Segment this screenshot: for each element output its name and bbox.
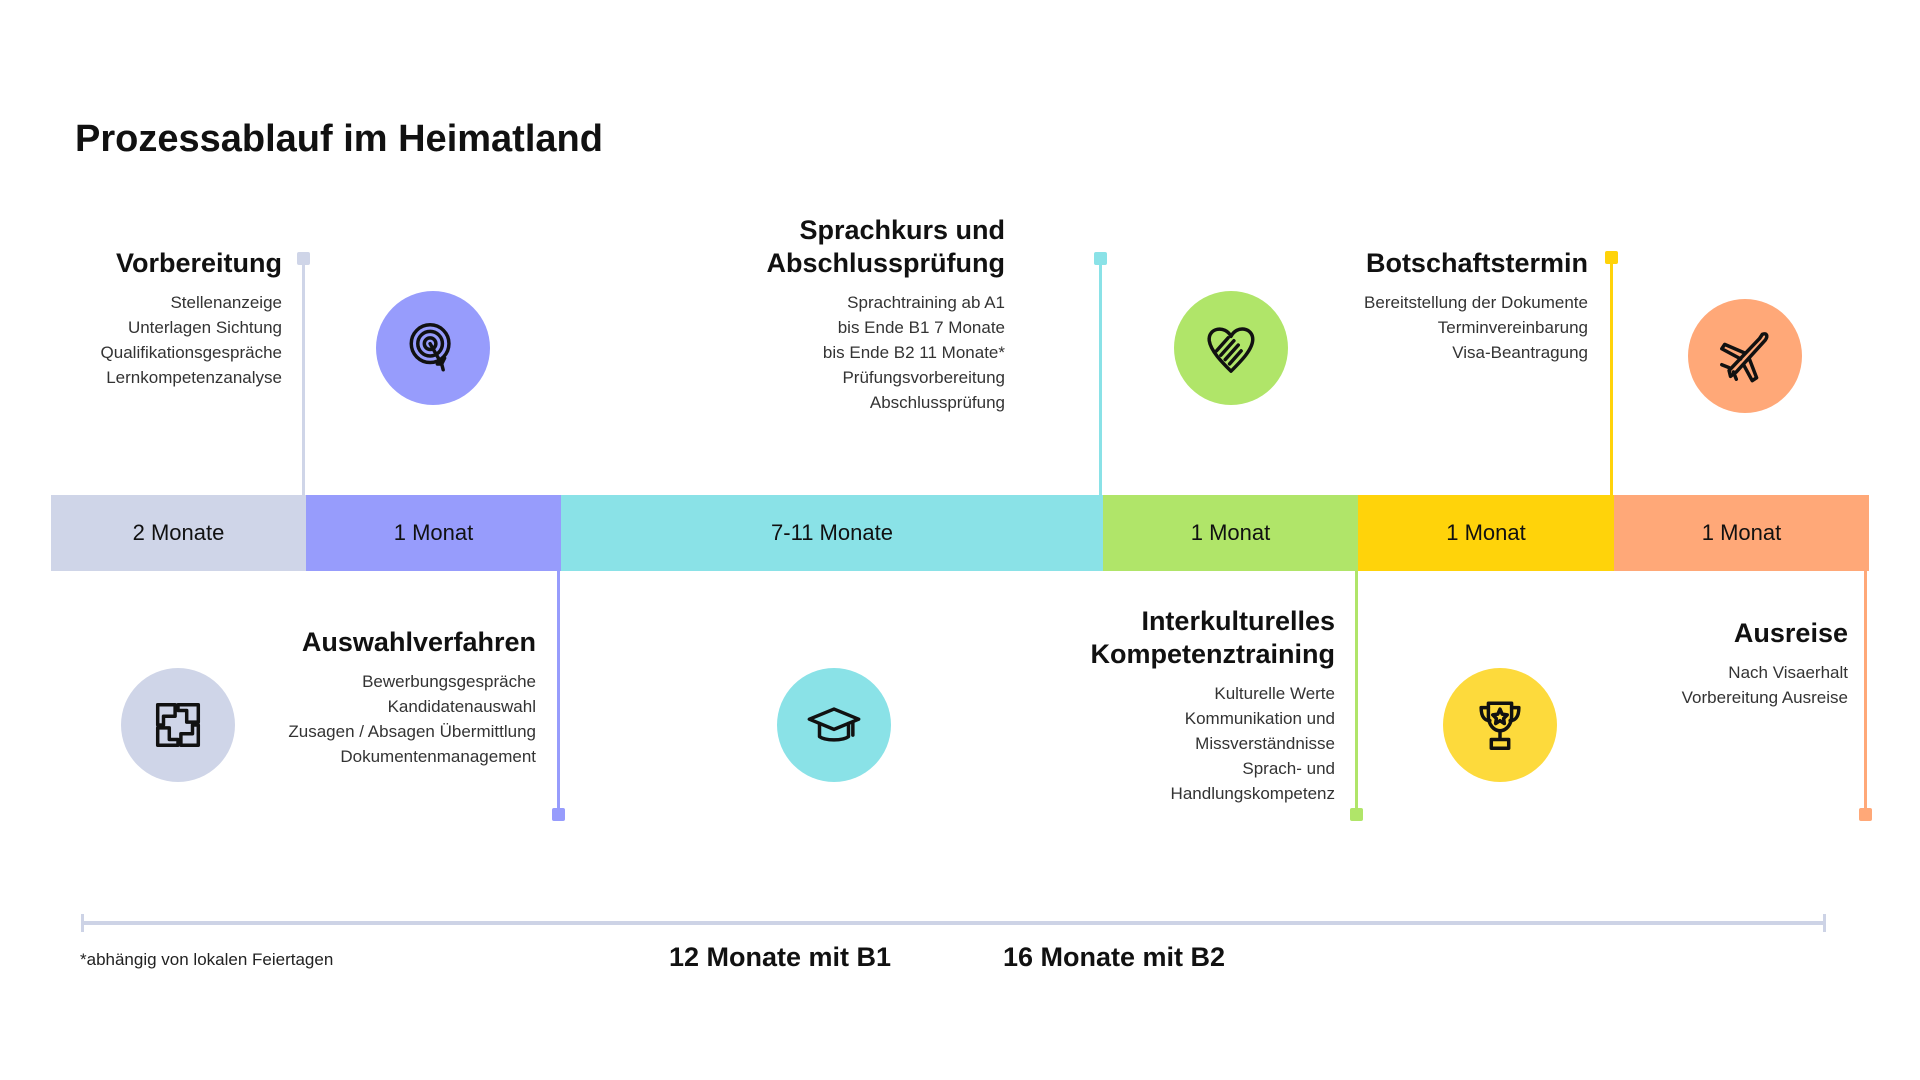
step-item: Prüfungsvorbereitung [842,368,1005,387]
step-auswahl: Auswahlverfahren Bewerbungsgespräche Kan… [288,626,536,769]
connector-interkulturell [1355,571,1358,814]
step-item: Handlungskompetenz [1170,784,1335,803]
segment-label: 7-11 Monate [771,520,893,545]
segment-label: 1 Monat [1701,520,1782,545]
step-item: Kommunikation und [1184,709,1335,728]
airplane-icon [1688,299,1802,413]
segment-ausreise: 1 Monat [1614,495,1869,571]
teamwork-hands-icon [121,668,235,782]
step-item: Unterlagen Sichtung [127,318,282,337]
step-title-line: Sprachkurs und [799,215,1005,245]
step-item: Bewerbungsgespräche [362,672,536,691]
step-title: Auswahlverfahren [301,627,536,657]
marker-vorbereitung [297,252,310,265]
total-b1: 12 Monate mit B1 [669,942,892,972]
connector-vorbereitung [302,258,305,495]
segment-label: 2 Monate [132,520,225,545]
marker-auswahl [552,808,565,821]
step-title-line: Abschlussprüfung [766,248,1005,278]
step-title: Botschaftstermin [1365,248,1588,278]
graduation-cap-icon [777,668,891,782]
segment-label: 1 Monat [393,520,474,545]
step-botschaft: Botschaftstermin Bereitstellung der Doku… [1364,247,1588,365]
step-item: Nach Visaerhalt [1728,663,1848,682]
footnote: *abhängig von lokalen Feiertagen [80,950,334,969]
heart-hand-icon [1174,291,1288,405]
step-item: Kandidatenauswahl [387,697,536,716]
step-item: Kulturelle Werte [1214,684,1335,703]
step-item: Stellenanzeige [170,293,282,312]
segment-label: 1 Monat [1190,520,1271,545]
step-title-line: Interkulturelles [1141,606,1335,636]
step-item: Visa-Beantragung [1452,343,1588,362]
step-item: Lernkompetenzanalyse [106,368,282,387]
axis-end-cap [1823,914,1826,932]
axis-start-cap [81,914,84,932]
total-b2: 16 Monate mit B2 [1003,942,1226,972]
marker-botschaft [1605,251,1618,264]
step-item: Missverständnisse [1195,734,1335,753]
connector-botschaft [1610,257,1613,495]
target-icon [376,291,490,405]
segment-interkulturell: 1 Monat [1103,495,1358,571]
page-title: Prozessablauf im Heimatland [75,118,603,160]
step-item: Sprach- und [1242,759,1335,778]
step-title: Vorbereitung [115,248,282,278]
step-item: Dokumentenmanagement [340,747,536,766]
marker-interkulturell [1350,808,1363,821]
segment-label: 1 Monat [1446,520,1526,545]
segment-auswahl: 1 Monat [306,495,561,571]
step-item: bis Ende B1 7 Monate [837,318,1005,337]
step-item: Sprachtraining ab A1 [847,293,1005,312]
segment-vorbereitung: 2 Monate [51,495,306,571]
step-title-line: Kompetenztraining [1090,639,1335,669]
step-title: Ausreise [1733,618,1848,648]
trophy-icon [1443,668,1557,782]
step-item: Qualifikationsgespräche [100,343,282,362]
step-item: bis Ende B2 11 Monate* [822,343,1005,362]
step-ausreise: Ausreise Nach Visaerhalt Vorbereitung Au… [1682,617,1848,710]
segment-sprachkurs: 7-11 Monate [561,495,1103,571]
step-item: Abschlussprüfung [869,393,1005,412]
connector-auswahl [557,571,560,814]
connector-sprachkurs [1099,258,1102,495]
segment-botschaft: 1 Monat [1358,495,1614,571]
step-vorbereitung: Vorbereitung Stellenanzeige Unterlagen S… [101,247,282,390]
step-item: Terminvereinbarung [1437,318,1588,337]
marker-sprachkurs [1094,252,1107,265]
step-item: Zusagen / Absagen Übermittlung [288,722,536,741]
step-item: Bereitstellung der Dokumente [1364,293,1588,312]
total-duration-axis [82,921,1825,925]
marker-ausreise [1859,808,1872,821]
step-item: Vorbereitung Ausreise [1681,688,1848,707]
connector-ausreise [1864,571,1867,814]
